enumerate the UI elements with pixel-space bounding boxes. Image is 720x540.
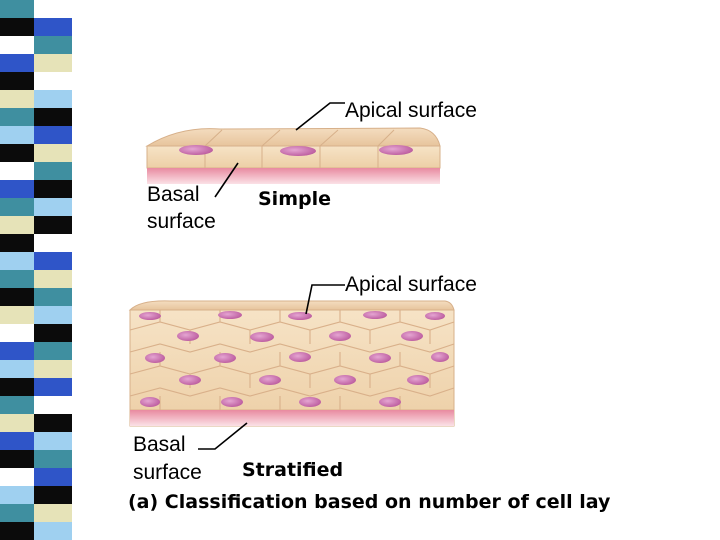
stratified-nucleus <box>259 375 281 385</box>
stratified-epithelium-illustration <box>130 301 454 426</box>
simple-nucleus <box>280 146 316 156</box>
stratified-nucleus <box>407 375 429 385</box>
stratified-nucleus <box>139 312 161 320</box>
stratified-nucleus <box>379 397 401 407</box>
stratified-nucleus <box>140 397 160 407</box>
stratified-nucleus <box>431 352 449 362</box>
stratified-nucleus <box>214 353 236 363</box>
simple-nucleus <box>179 145 213 155</box>
stratified-nucleus <box>369 353 391 363</box>
simple-basal-surface-label-line2: surface <box>147 211 216 232</box>
stratified-basal-surface-label-line1: Basal <box>133 434 186 455</box>
stratified-nucleus <box>179 375 201 385</box>
simple-basement-membrane <box>147 168 440 184</box>
simple-nucleus <box>379 145 413 155</box>
simple-type-label: Simple <box>258 190 331 209</box>
simple-epithelium-illustration <box>147 128 440 184</box>
stratified-nucleus <box>250 332 274 342</box>
stratified-nucleus <box>145 353 165 363</box>
simple-apical-leader-line <box>296 103 345 130</box>
stratified-basal-surface-label-line2: surface <box>133 462 202 483</box>
stratified-nucleus <box>329 331 351 341</box>
simple-apical-surface-label: Apical surface <box>345 100 477 121</box>
simple-apical-face <box>147 128 440 146</box>
stratified-apical-surface-label: Apical surface <box>345 274 477 295</box>
stratified-nucleus <box>218 311 242 319</box>
stratified-apical-face <box>130 301 454 310</box>
stratified-nucleus <box>425 312 445 320</box>
stratified-nucleus <box>289 352 311 362</box>
stratified-nucleus <box>363 311 387 319</box>
stratified-nucleus <box>221 397 243 407</box>
simple-basal-surface-label-line1: Basal <box>147 184 200 205</box>
stratified-type-label: Stratified <box>242 461 343 480</box>
stratified-nucleus <box>401 331 423 341</box>
stratified-basal-leader-line <box>198 423 247 449</box>
stratified-nucleus <box>177 331 199 341</box>
figure-caption: (a) Classification based on number of ce… <box>128 493 610 512</box>
stratified-nucleus <box>299 397 321 407</box>
stratified-basement-membrane <box>130 410 454 426</box>
stratified-nucleus <box>334 375 356 385</box>
stratified-nucleus <box>288 312 312 320</box>
